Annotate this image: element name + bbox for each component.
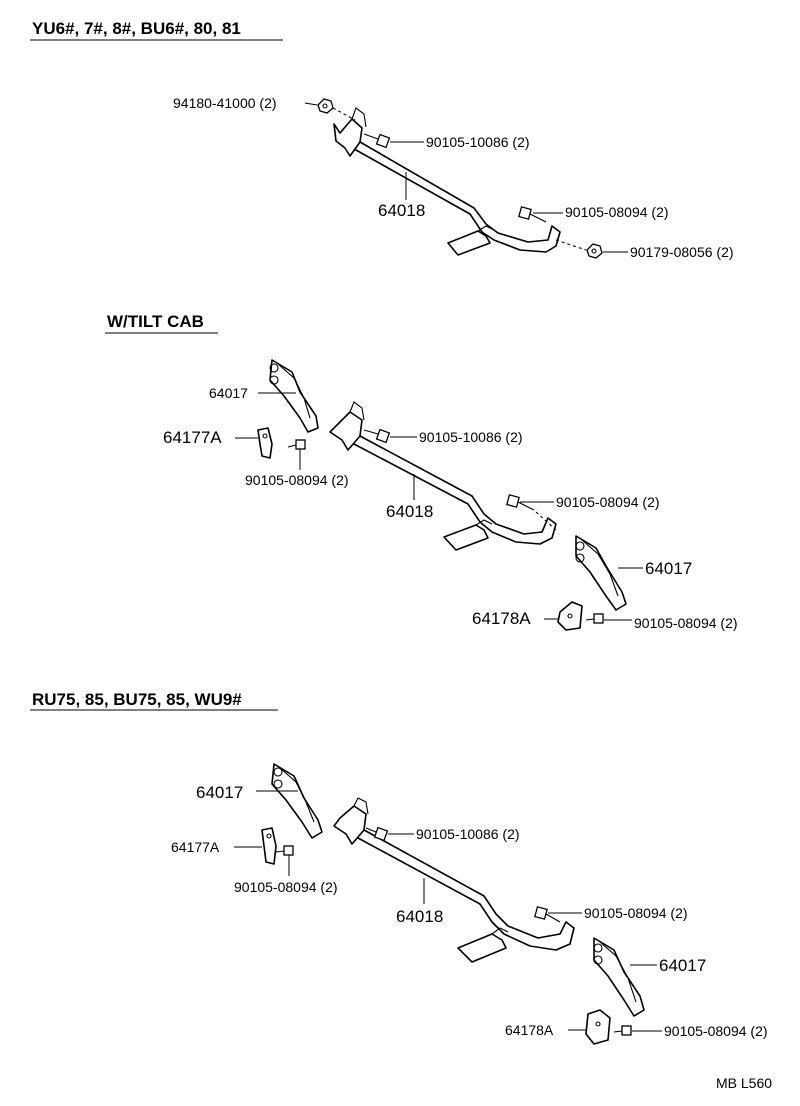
bolt-bottom-right-3 bbox=[613, 1025, 632, 1036]
label-bolt-bottom-right-3: 90105-08094 (2) bbox=[664, 1023, 768, 1039]
section-1-title: YU6#, 7#, 8#, BU6#, 80, 81 bbox=[32, 19, 241, 38]
bar-64018-3 bbox=[333, 797, 575, 963]
section-2-title: W/TILT CAB bbox=[107, 312, 204, 331]
label-nut-top: 94180-41000 (2) bbox=[173, 95, 277, 111]
label-bolt-top-2: 90105-10086 (2) bbox=[419, 429, 523, 445]
label-bolt-top: 90105-10086 (2) bbox=[426, 134, 530, 150]
tube-64017-left-3 bbox=[271, 763, 323, 839]
label-bolt-right: 90105-08094 (2) bbox=[565, 204, 669, 220]
bolt-left-2 bbox=[287, 439, 306, 450]
diagram-code: MB L560 bbox=[716, 1075, 772, 1091]
bolt-left-3 bbox=[275, 845, 294, 856]
label-bar: 64018 bbox=[378, 201, 425, 220]
label-tube-left: 64017 bbox=[209, 385, 248, 401]
label-tube-left-3: 64017 bbox=[196, 783, 243, 802]
label-bracket-left-3: 64177A bbox=[171, 839, 220, 855]
label-bolt-right-3: 90105-08094 (2) bbox=[584, 905, 688, 921]
tube-64017-right-3 bbox=[593, 937, 645, 1017]
bolt-top-1 bbox=[363, 133, 391, 149]
bracket-64178a bbox=[557, 601, 583, 631]
bolt-right-1 bbox=[518, 206, 547, 223]
section-1: YU6#, 7#, 8#, BU6#, 80, 81 94180-41000 (… bbox=[30, 19, 734, 260]
label-bracket-left: 64177A bbox=[163, 428, 222, 447]
tube-64017-right bbox=[575, 535, 627, 611]
label-bar-3: 64018 bbox=[396, 907, 443, 926]
nut-right-1 bbox=[586, 243, 603, 259]
label-bar-2: 64018 bbox=[386, 502, 433, 521]
label-bracket-right: 64178A bbox=[472, 609, 531, 628]
bolt-right-3 bbox=[534, 906, 561, 923]
label-bolt-left-3: 90105-08094 (2) bbox=[234, 879, 338, 895]
label-tube-right-3: 64017 bbox=[659, 956, 706, 975]
label-bolt-right-2: 90105-08094 (2) bbox=[556, 494, 660, 510]
bolt-right-2 bbox=[506, 494, 535, 511]
label-bolt-top-3: 90105-10086 (2) bbox=[416, 826, 520, 842]
label-bolt-left: 90105-08094 (2) bbox=[245, 472, 349, 488]
bracket-64178a-3 bbox=[585, 1009, 611, 1045]
bracket-64177a bbox=[257, 427, 273, 459]
label-nut-right: 90179-08056 (2) bbox=[630, 244, 734, 260]
tube-64017-left bbox=[269, 359, 319, 433]
section-3-title: RU75, 85, BU75, 85, WU9# bbox=[32, 690, 242, 709]
label-bolt-bottom-right: 90105-08094 (2) bbox=[634, 615, 738, 631]
label-tube-right: 64017 bbox=[645, 559, 692, 578]
section-3: RU75, 85, BU75, 85, WU9# 64017 64177A 90… bbox=[30, 690, 768, 1045]
bracket-64177a-3 bbox=[261, 827, 277, 865]
bar-64018-2 bbox=[329, 401, 557, 551]
bar-64018 bbox=[333, 107, 561, 256]
label-bracket-right-3: 64178A bbox=[505, 1022, 554, 1038]
nut-top-1 bbox=[317, 98, 334, 114]
bolt-bottom-right-2 bbox=[585, 613, 604, 624]
bolt-top-2 bbox=[363, 428, 391, 444]
bolt-top-3 bbox=[365, 826, 389, 842]
section-2: W/TILT CAB 64017 64177A 90105-08094 (2) bbox=[105, 312, 738, 631]
